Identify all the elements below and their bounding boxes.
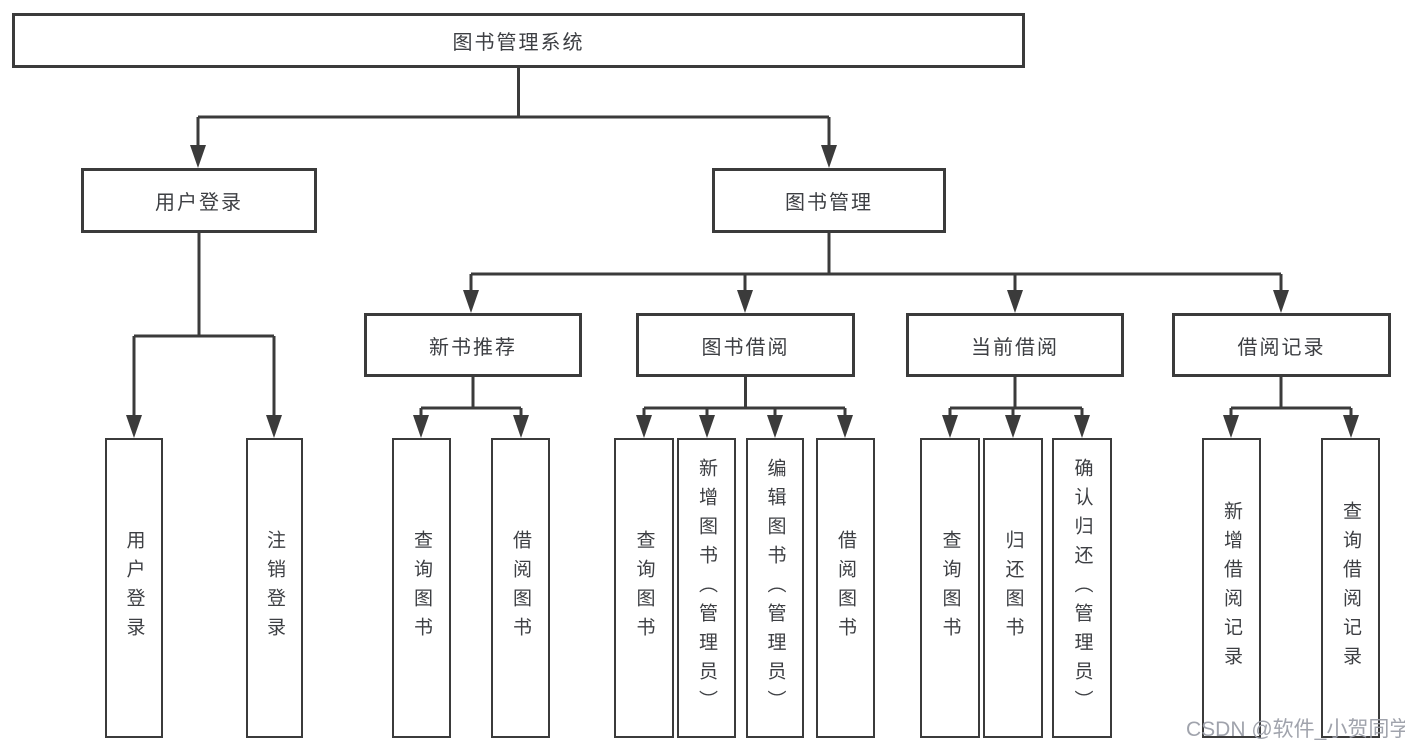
leaf-query-borrow-record: 查询借阅记录 — [1321, 438, 1380, 738]
leaf-confirm-return-admin-label: 确认归还（管理员） — [1071, 457, 1093, 719]
csdn-watermark: CSDN @软件_小贺同学 — [1186, 718, 1405, 741]
leaf-query-books-borrowing: 查询图书 — [614, 438, 674, 738]
leaf-logout-label: 注销登录 — [264, 530, 285, 646]
leaf-query-books-borrowing-label: 查询图书 — [633, 530, 655, 646]
leaf-add-book-admin: 新增图书（管理员） — [677, 438, 736, 738]
leaf-query-books-current: 查询图书 — [920, 438, 980, 738]
leaf-add-borrow-record-label: 新增借阅记录 — [1221, 501, 1242, 675]
node-user-login: 用户登录 — [81, 168, 317, 233]
leaf-logout: 注销登录 — [246, 438, 303, 738]
leaf-return-book: 归还图书 — [983, 438, 1043, 738]
leaf-edit-book-admin-label: 编辑图书（管理员） — [764, 457, 786, 719]
leaf-user-login: 用户登录 — [105, 438, 163, 738]
leaf-query-borrow-record-label: 查询借阅记录 — [1340, 501, 1361, 675]
leaf-borrow-books-borrowing-label: 借阅图书 — [835, 530, 856, 646]
leaf-add-book-admin-label: 新增图书（管理员） — [696, 457, 717, 719]
leaf-borrow-books-recommend: 借阅图书 — [491, 438, 550, 738]
node-borrowing-records: 借阅记录 — [1172, 313, 1391, 377]
leaf-query-books-current-label: 查询图书 — [939, 530, 961, 646]
node-current-borrowing: 当前借阅 — [906, 313, 1124, 377]
node-book-management: 图书管理 — [712, 168, 946, 233]
leaf-borrow-books-recommend-label: 借阅图书 — [510, 530, 531, 646]
leaf-return-book-label: 归还图书 — [1002, 530, 1024, 646]
leaf-add-borrow-record: 新增借阅记录 — [1202, 438, 1261, 738]
leaf-borrow-books-borrowing: 借阅图书 — [816, 438, 875, 738]
leaf-confirm-return-admin: 确认归还（管理员） — [1052, 438, 1112, 738]
leaf-user-login-label: 用户登录 — [123, 530, 145, 646]
leaf-query-books-recommend-label: 查询图书 — [411, 530, 432, 646]
node-library-management-system: 图书管理系统 — [12, 13, 1025, 68]
leaf-query-books-recommend: 查询图书 — [392, 438, 451, 738]
node-new-book-recommendation: 新书推荐 — [364, 313, 582, 377]
leaf-edit-book-admin: 编辑图书（管理员） — [746, 438, 804, 738]
node-book-borrowing: 图书借阅 — [636, 313, 855, 377]
